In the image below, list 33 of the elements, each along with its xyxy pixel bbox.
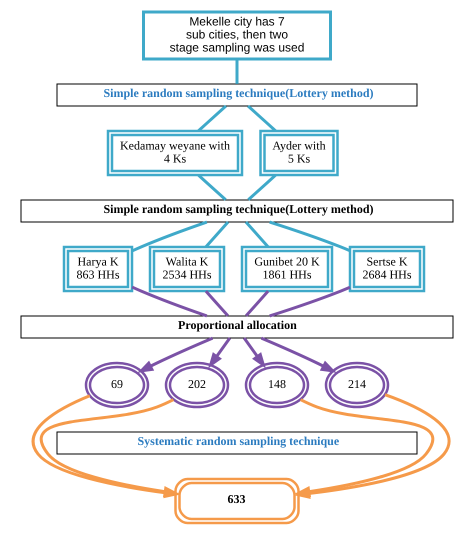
connector — [132, 286, 208, 318]
node-box: Systematic random sampling technique — [56, 432, 418, 454]
node-box: Simple random sampling technique(Lottery method) — [20, 200, 454, 222]
connector — [236, 59, 238, 84]
connector — [245, 290, 270, 317]
node-ellipse: 202 — [164, 362, 230, 408]
node-box: Mekelle city has 7 sub cities, then two stage sampling was used — [142, 10, 332, 60]
connector — [269, 286, 351, 318]
connector — [197, 174, 227, 201]
arrow — [208, 337, 232, 368]
node-ellipse: 69 — [84, 362, 150, 408]
connector — [204, 221, 230, 248]
node-ellipse: 214 — [324, 362, 390, 408]
node-ellipse: 148 — [244, 362, 310, 408]
connector — [197, 104, 227, 132]
connector — [247, 174, 277, 201]
arrow — [260, 336, 337, 373]
node-box: Proportional allocation — [20, 316, 454, 338]
node-box: Ayder with 5 Ks — [259, 130, 339, 176]
node-box: Simple random sampling technique(Lottery method) — [56, 84, 418, 106]
connector — [204, 290, 229, 317]
node-box: Harya K 863 HHs — [62, 246, 134, 292]
connector — [132, 220, 208, 252]
arrow — [137, 336, 214, 373]
connector — [269, 220, 351, 252]
node-box: Walita K 2534 HHs — [148, 246, 226, 292]
node-box: Sertse K 2684 HHs — [348, 246, 426, 292]
node-box: 633 — [174, 478, 300, 524]
connector — [247, 104, 277, 132]
connector — [244, 221, 270, 248]
arrow — [242, 337, 266, 368]
node-box: Gunibet 20 K 1861 HHs — [240, 246, 334, 292]
node-box: Kedamay weyane with 4 Ks — [106, 130, 244, 176]
